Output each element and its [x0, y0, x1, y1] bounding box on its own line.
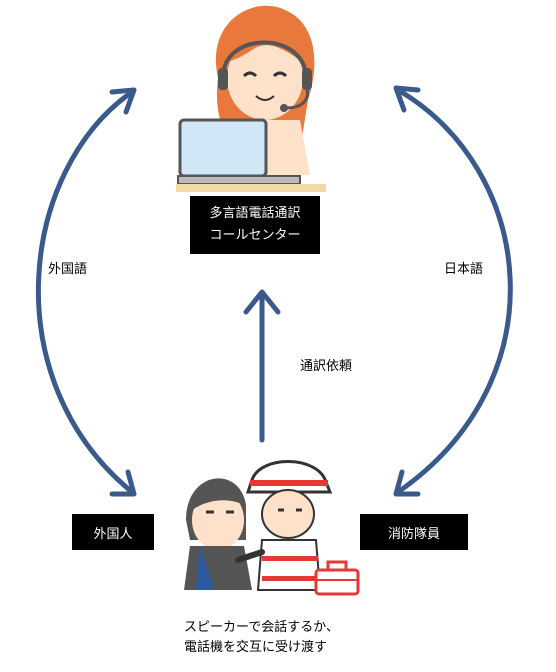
people-illustration [176, 456, 360, 596]
request-arrowhead [243, 289, 281, 315]
foreign-language-label: 外国語 [48, 262, 88, 277]
foreigner-box: 外国人 [72, 514, 154, 550]
interpretation-request-label: 通訳依頼 [300, 359, 353, 374]
right-double-arrow [395, 87, 513, 495]
japanese-label: 日本語 [444, 262, 484, 277]
right-arrowhead-bottom [393, 469, 421, 497]
operator-illustration [176, 0, 326, 192]
call-center-line2: コールセンター [209, 228, 301, 243]
caption-line1: スピーカーで会話するか、 [184, 620, 339, 635]
left-double-arrow [35, 89, 135, 495]
call-center-box: 多言語電話通訳 コールセンター [190, 196, 320, 254]
firefighter-box: 消防隊員 [360, 514, 468, 550]
left-arrowhead-bottom [109, 469, 137, 497]
caption-line2: 電話機を交互に受け渡す [184, 640, 328, 655]
right-arrowhead-top [393, 85, 421, 113]
arrows [35, 85, 513, 497]
call-center-line1: 多言語電話通訳 [209, 206, 301, 221]
left-arrowhead-top [109, 87, 137, 115]
caption: スピーカーで会話するか、 電話機を交互に受け渡す [184, 618, 404, 658]
